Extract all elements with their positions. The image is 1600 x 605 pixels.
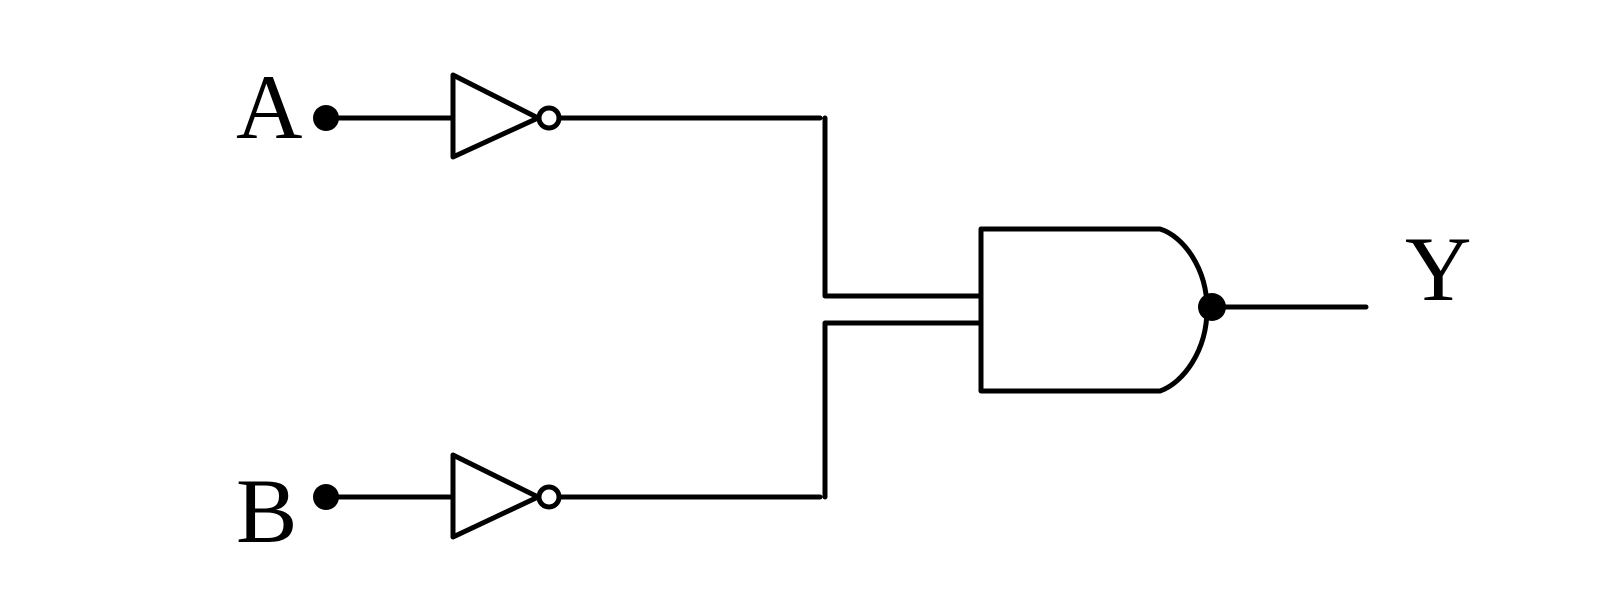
not-gate-b-bubble bbox=[536, 484, 562, 510]
wire-b-to-nand bbox=[822, 320, 981, 500]
input-a-label: A bbox=[236, 56, 302, 158]
wire-a-to-nand bbox=[822, 115, 981, 299]
not-gate-b bbox=[450, 452, 562, 540]
not-gate-a-bubble bbox=[536, 105, 562, 131]
not-gate-b-body bbox=[450, 452, 541, 540]
not-gate-a bbox=[450, 72, 562, 160]
output-y-label: Y bbox=[1405, 218, 1471, 320]
input-b-label: B bbox=[236, 460, 297, 562]
nand-gate bbox=[978, 226, 1226, 394]
nand-gate-body bbox=[978, 226, 1210, 394]
not-gate-a-body bbox=[450, 72, 541, 160]
